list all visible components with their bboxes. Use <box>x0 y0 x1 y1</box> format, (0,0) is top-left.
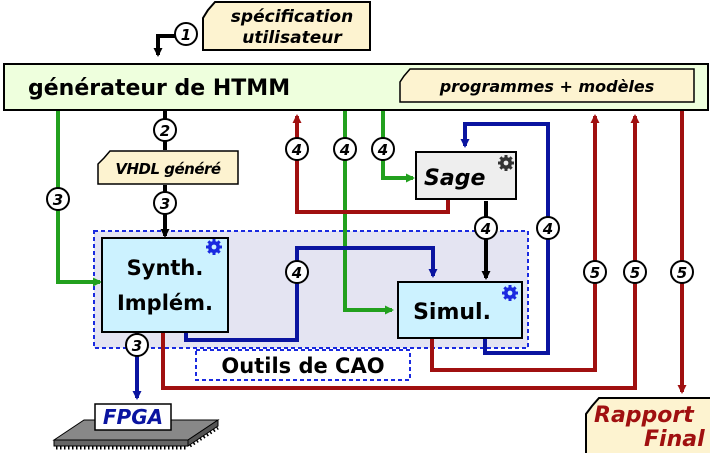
step-badge: 4 <box>285 260 309 284</box>
step-badge: 3 <box>153 191 177 215</box>
simul-label: Simul. <box>413 300 491 325</box>
gear-icon <box>206 239 222 255</box>
step-badge: 5 <box>623 260 647 284</box>
step-badge-label: 3 <box>53 191 63 209</box>
synth-label-line2: Implém. <box>117 291 213 315</box>
step-badge-label: 4 <box>339 141 350 159</box>
synth-box: Synth. Implém. <box>101 237 229 333</box>
arrow-generator-to-synth-green <box>56 108 102 287</box>
step-badge-label: 3 <box>160 195 170 213</box>
step-badge-label: 1 <box>181 26 191 44</box>
arrow-simul-to-generator-red <box>430 114 600 372</box>
step-badge-label: 3 <box>132 337 142 355</box>
cad-label: Outils de CAO <box>221 354 384 378</box>
arrow-generator-to-sage-green <box>381 108 415 183</box>
step-badge: 5 <box>583 260 607 284</box>
generator-box: générateur de HTMM programmes + modèles <box>3 63 709 111</box>
synth-label-line1: Synth. <box>127 256 204 280</box>
step-badge: 1 <box>174 22 198 46</box>
spec-label-line2: utilisateur <box>242 28 343 48</box>
fpga-chip-icon: FPGA <box>52 403 220 450</box>
step-badge: 4 <box>285 137 309 161</box>
gear-icon <box>502 285 518 301</box>
step-badge-label: 4 <box>291 264 302 282</box>
vhdl-note: VHDL généré <box>97 150 239 185</box>
step-badge: 4 <box>474 216 498 240</box>
fpga-label: FPGA <box>103 405 163 429</box>
step-badge-label: 4 <box>480 220 491 238</box>
generator-title: générateur de HTMM <box>28 76 290 101</box>
report-label-line2: Final <box>644 427 705 452</box>
step-badge: 4 <box>536 216 560 240</box>
step-badge-label: 4 <box>291 141 302 159</box>
arrow-synth-to-generator-red <box>161 114 640 390</box>
report-note: Rapport Final <box>585 397 710 453</box>
spec-label-line1: spécification <box>231 7 353 27</box>
cad-label-box: Outils de CAO <box>195 349 411 381</box>
step-badge: 2 <box>153 118 177 142</box>
step-badge-label: 4 <box>542 220 553 238</box>
step-badge: 3 <box>46 187 70 211</box>
step-badge-label: 5 <box>630 264 640 282</box>
generator-tag: programmes + modèles <box>439 77 655 96</box>
vhdl-label: VHDL généré <box>115 160 221 178</box>
step-badge-label: 4 <box>377 141 388 159</box>
step-badge-label: 5 <box>677 264 687 282</box>
gear-icon <box>498 155 514 171</box>
sage-label: Sage <box>424 166 485 191</box>
arrow-sage-to-generator-red <box>292 114 450 214</box>
step-badge: 3 <box>125 333 149 357</box>
arrow-generator-to-simul-green <box>343 108 394 315</box>
step-badges: 1 2 3 3 3 4 4 4 4 4 4 5 5 5 <box>46 22 694 357</box>
arrow-synth-to-simul-blue <box>184 246 438 342</box>
step-badge: 5 <box>670 260 694 284</box>
report-label-line1: Rapport <box>594 403 695 428</box>
simul-box: Simul. <box>397 281 523 339</box>
spec-note: spécification utilisateur <box>202 1 371 51</box>
step-badge: 4 <box>371 137 395 161</box>
step-badge-label: 5 <box>590 264 600 282</box>
sage-box: Sage <box>415 151 517 200</box>
step-badge: 4 <box>333 137 357 161</box>
step-badge-label: 2 <box>160 122 170 140</box>
arrow-spec-to-generator <box>153 34 175 57</box>
